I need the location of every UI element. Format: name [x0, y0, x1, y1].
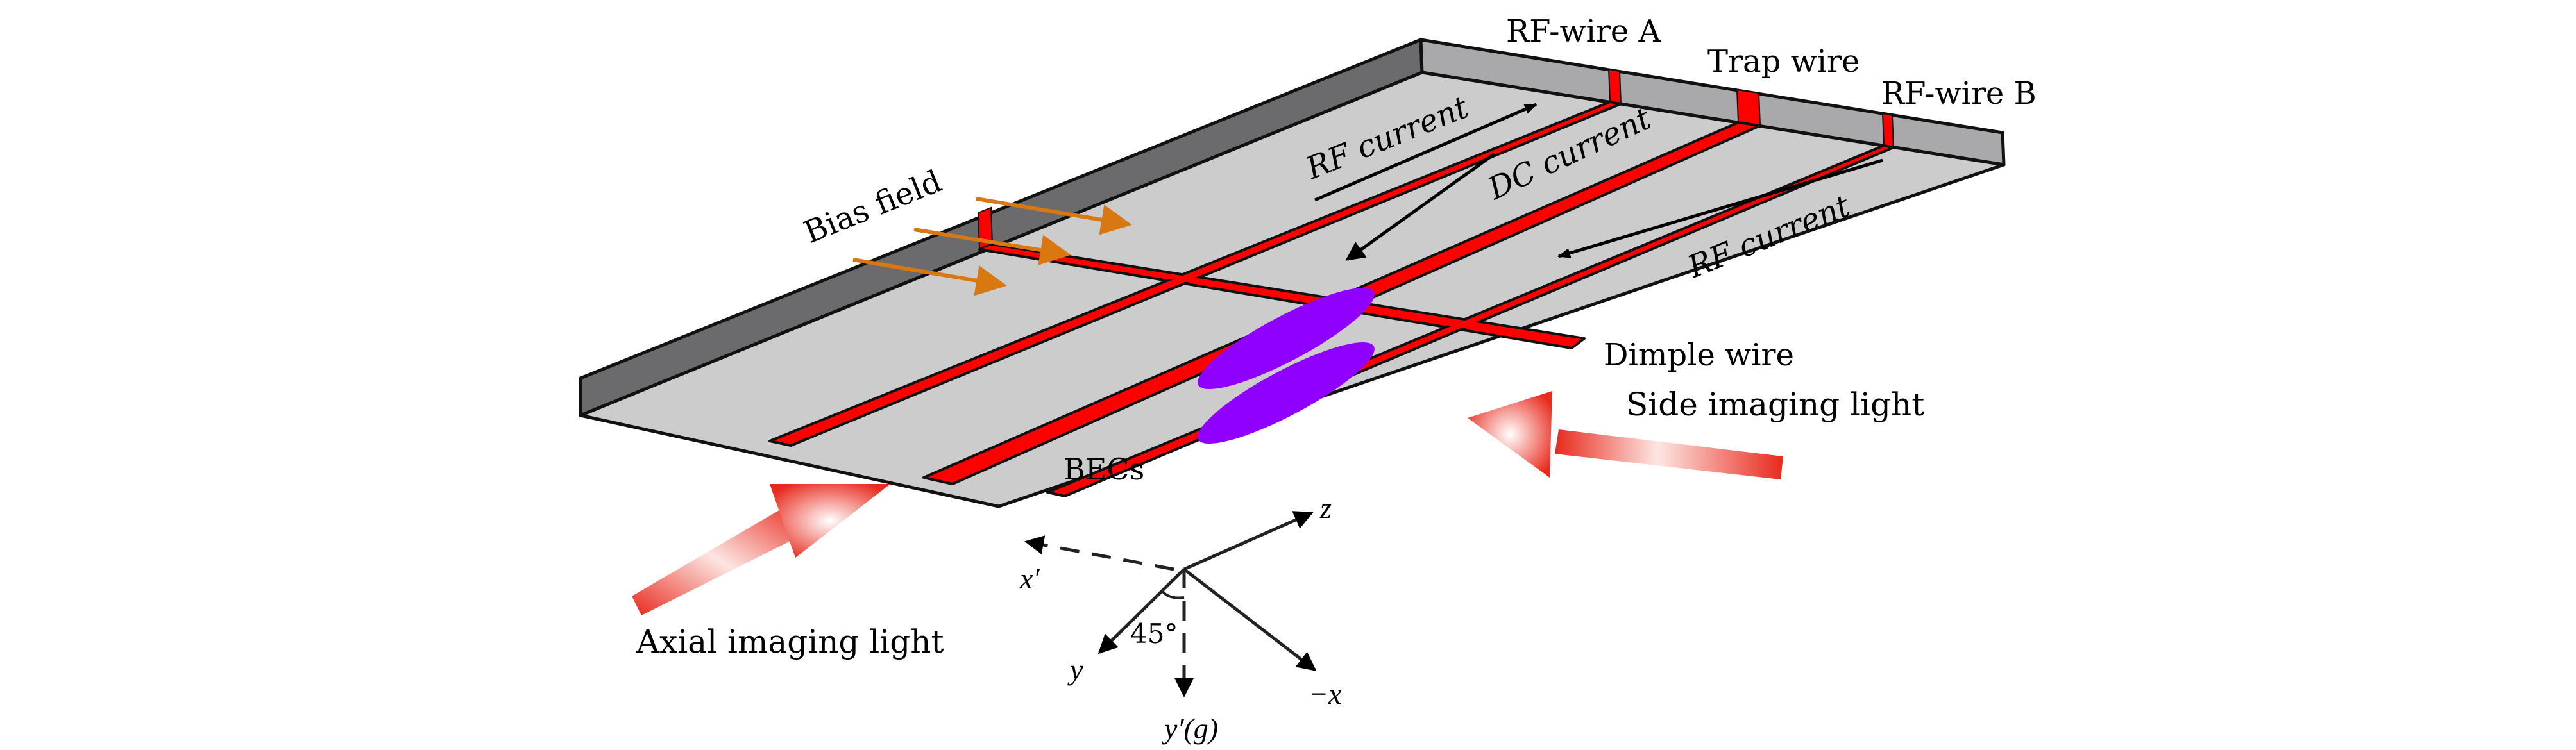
label-axial-imaging-light: Axial imaging light [636, 623, 944, 660]
axial-beam-shaft [632, 506, 808, 615]
label-rf-wire-a: RF-wire A [1506, 13, 1662, 49]
label-axis-x-prime: x′ [1019, 562, 1040, 595]
bec-lower [1198, 342, 1375, 444]
bias-arrow-1 [976, 197, 1132, 235]
rf-wire-a [768, 101, 1622, 447]
label-rf-wire-b: RF-wire B [1881, 76, 2037, 112]
axis-y [1097, 568, 1185, 654]
dc-current-arrow [1345, 152, 1496, 262]
rf-current-top-arrow [1314, 103, 1538, 202]
bec-upper [1198, 287, 1375, 390]
label-dimple-wire: Dimple wire [1604, 337, 1794, 373]
axis-minus-x [1183, 568, 1317, 671]
label-axis-y-prime-g: y′(g) [1162, 712, 1218, 745]
rf-wire-a-end [1607, 68, 1622, 105]
label-becs: BECs [1063, 452, 1144, 487]
axial-imaging-light-arrow [632, 484, 890, 615]
side-beam-head [1468, 391, 1552, 478]
current-arrows [1314, 103, 1883, 262]
label-angle-45: 45° [1130, 618, 1178, 649]
label-axis-y: y [1067, 653, 1083, 686]
rf-current-bottom-arrow [1557, 158, 1883, 258]
rf-wire-b-end [1881, 112, 1895, 149]
angle-arc [1161, 590, 1185, 599]
axial-beam-head [770, 484, 890, 558]
label-axis-minus-x: −x [1309, 678, 1342, 710]
bias-field-arrows [852, 197, 1132, 296]
label-axis-z: z [1319, 492, 1332, 524]
trap-wire-end [1736, 88, 1761, 127]
label-trap-wire: Trap wire [1707, 44, 1860, 79]
side-beam-shaft [1555, 429, 1783, 479]
chip [579, 38, 2006, 508]
coordinate-axes [1024, 511, 1317, 697]
axis-x-prime [1024, 535, 1174, 571]
becs [1198, 287, 1375, 444]
dimple-wire-overlay [983, 246, 1581, 346]
bias-arrow-2 [913, 228, 1071, 265]
label-bias-field: Bias field [799, 163, 947, 251]
side-imaging-light-arrow [1468, 391, 1783, 479]
axis-z [1183, 511, 1314, 571]
label-side-imaging-light: Side imaging light [1626, 386, 1924, 423]
bias-arrow-3 [852, 258, 1007, 296]
chip-top-surface [579, 71, 2006, 508]
